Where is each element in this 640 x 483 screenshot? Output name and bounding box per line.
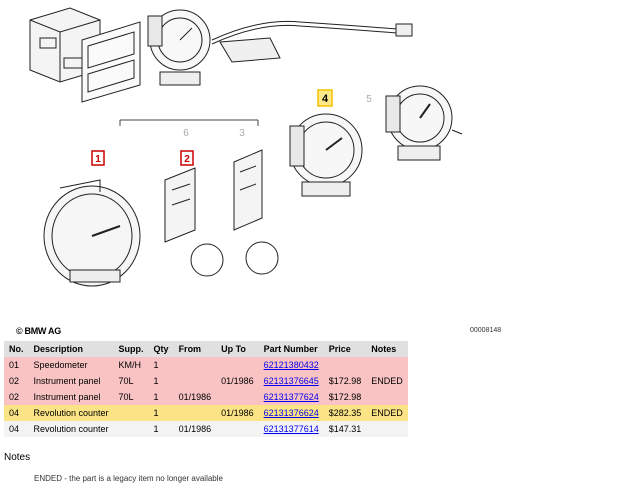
copyright-label: © BMW AG: [16, 326, 61, 336]
cell-part-number: 62131376624: [258, 405, 324, 421]
part-number-link[interactable]: 62131376624: [263, 408, 319, 418]
cell-from: [173, 405, 217, 421]
header-part-number: Part Number: [258, 341, 324, 357]
part-number-link[interactable]: 62131377624: [263, 392, 319, 402]
cell-from: 01/1986: [173, 389, 217, 405]
cell-qty: 1: [148, 357, 174, 373]
cell-price: $172.98: [323, 389, 367, 405]
top-gauge-illustration: [147, 9, 211, 86]
cell-upto: 01/1986: [216, 405, 259, 421]
cell-description: Speedometer: [28, 357, 114, 373]
panel-frame-illustration: [81, 21, 141, 103]
cell-price: $147.31: [323, 421, 367, 437]
cell-no: 04: [4, 405, 29, 421]
notes-heading: Notes: [4, 452, 31, 463]
cell-upto: [216, 357, 259, 373]
cell-upto: [216, 389, 259, 405]
header-from: From: [173, 341, 217, 357]
cell-supp: 70L: [113, 389, 149, 405]
speedometer-illustration: [43, 179, 141, 287]
cell-description: Instrument panel: [28, 373, 114, 389]
cell-notes: ENDED: [366, 405, 408, 421]
table-row: 02 Instrument panel 70L 1 01/1986 621313…: [4, 373, 408, 389]
callout-6-label: 6: [183, 128, 189, 139]
cell-no: 02: [4, 389, 29, 405]
cell-notes: [366, 389, 408, 405]
cell-notes: ENDED: [366, 373, 408, 389]
parts-diagram: 1 2 3 4 5 6: [29, 7, 463, 287]
cell-description: Instrument panel: [28, 389, 114, 405]
cell-part-number: 62121380432: [258, 357, 324, 373]
callout-2[interactable]: 2: [180, 150, 194, 166]
cell-description: Revolution counter: [28, 405, 114, 421]
table-row: 04 Revolution counter 1 01/1986 62131376…: [4, 405, 408, 421]
cell-no: 01: [4, 357, 29, 373]
clock-gauge-illustration: [385, 85, 463, 161]
cell-supp: KM/H: [113, 357, 149, 373]
cell-supp: [113, 405, 149, 421]
header-upto: Up To: [216, 341, 259, 357]
cell-price: $172.98: [323, 373, 367, 389]
cell-price: [323, 357, 367, 373]
callout-1-label: 1: [95, 154, 101, 165]
instrument-panel-illustration: [164, 167, 224, 277]
cell-price: $282.35: [323, 405, 367, 421]
header-notes: Notes: [366, 341, 408, 357]
header-description: Description: [28, 341, 114, 357]
callout-3-label: 3: [239, 128, 245, 139]
cell-qty: 1: [148, 421, 174, 437]
header-no: No.: [4, 341, 29, 357]
cell-qty: 1: [148, 389, 174, 405]
diagram-doc-id: 00008148: [470, 327, 502, 334]
header-supp: Supp.: [113, 341, 149, 357]
part-number-link[interactable]: 62131376645: [263, 376, 319, 386]
table-row: 02 Instrument panel 70L 1 01/1986 621313…: [4, 389, 408, 405]
cell-from: [173, 357, 217, 373]
callout-1[interactable]: 1: [91, 150, 105, 166]
parts-table: No. Description Supp. Qty From Up To Par…: [4, 341, 408, 437]
group-bracket: [119, 119, 259, 126]
cable-harness-illustration: [211, 20, 413, 63]
header-qty: Qty: [148, 341, 174, 357]
cell-notes: [366, 357, 408, 373]
cell-part-number: 62131377624: [258, 389, 324, 405]
revolution-counter-illustration: [289, 113, 363, 197]
cell-notes: [366, 421, 408, 437]
table-row: 04 Revolution counter 1 01/1986 62131377…: [4, 421, 408, 437]
callout-4[interactable]: 4: [317, 89, 333, 107]
cell-qty: 1: [148, 405, 174, 421]
cell-description: Revolution counter: [28, 421, 114, 437]
cell-supp: [113, 421, 149, 437]
cell-no: 02: [4, 373, 29, 389]
table-header-row: No. Description Supp. Qty From Up To Par…: [4, 341, 408, 357]
cell-part-number: 62131377614: [258, 421, 324, 437]
cell-from: [173, 373, 217, 389]
instrument-panel-alt-illustration: [233, 149, 279, 275]
part-number-link[interactable]: 62121380432: [263, 360, 319, 370]
callout-4-label: 4: [322, 93, 329, 105]
header-price: Price: [323, 341, 367, 357]
cell-qty: 1: [148, 373, 174, 389]
cell-part-number: 62131376645: [258, 373, 324, 389]
table-row: 01 Speedometer KM/H 1 62121380432: [4, 357, 408, 373]
cell-upto: 01/1986: [216, 373, 259, 389]
callout-5-label: 5: [366, 94, 372, 105]
cell-upto: [216, 421, 259, 437]
part-number-link[interactable]: 62131377614: [263, 424, 319, 434]
notes-text: ENDED - the part is a legacy item no lon…: [34, 474, 223, 483]
cell-no: 04: [4, 421, 29, 437]
cell-supp: 70L: [113, 373, 149, 389]
callout-2-label: 2: [184, 154, 190, 165]
cell-from: 01/1986: [173, 421, 217, 437]
